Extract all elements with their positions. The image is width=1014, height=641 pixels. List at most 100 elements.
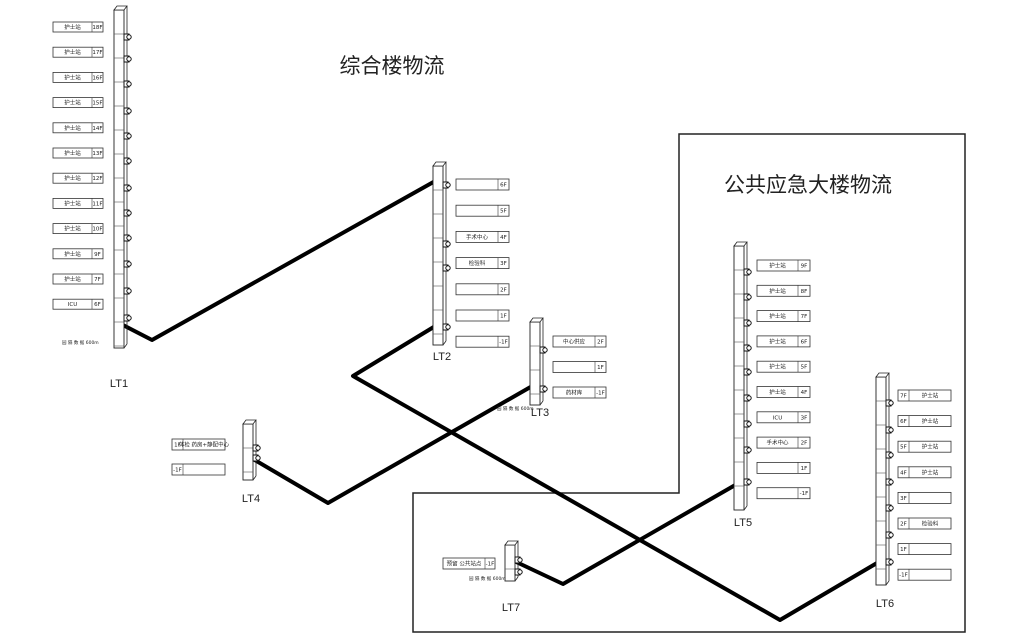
- lt6-station-name: 护士站: [922, 443, 939, 451]
- lt5-station-floor: 7F: [801, 314, 808, 320]
- main-building-title: 综合楼物流: [340, 54, 445, 78]
- lt6-station-name: 护士站: [922, 417, 939, 425]
- lt2-station-1: 6F: [455, 178, 510, 191]
- lt1-station-name: 护士站: [64, 149, 81, 157]
- lt3-note: 园 隔 数 据 600m: [497, 405, 534, 412]
- lt3-shaft: [529, 317, 548, 406]
- lt1-station-floor: 10F: [92, 227, 102, 233]
- lt6-station-floor: 4F: [900, 470, 907, 476]
- lt1-station-name: ICU: [68, 302, 78, 308]
- lt2-station-5: 2F: [455, 283, 510, 296]
- lt6-label: LT6: [876, 598, 894, 610]
- lt1-station-10: 护士站 9F: [52, 248, 104, 260]
- lt5-station-name: 护士站: [769, 312, 786, 320]
- lt6-station-floor: 7F: [900, 394, 907, 400]
- lt5-station-1: 护士站 9F: [756, 259, 811, 272]
- lt5-station-name: 护士站: [769, 262, 786, 270]
- lt5-station-floor: 9F: [801, 264, 808, 270]
- lt3-station-floor: 2F: [597, 340, 604, 346]
- lt2-station-3: 手术中心 4F: [455, 230, 510, 243]
- lt1-station-floor: 7F: [94, 277, 101, 283]
- lt5-station-floor: 3F: [801, 415, 808, 421]
- lt7-station-1: 预留 公共站点 -1F: [442, 557, 496, 570]
- lt1-station-name: 护士站: [64, 250, 81, 258]
- lt6-station-floor: 5F: [900, 445, 907, 451]
- lt1-station-3: 护士站 16F: [52, 72, 104, 83]
- lt3-station-floor: 1F: [597, 365, 604, 371]
- lt2-label: LT2: [433, 351, 451, 363]
- emergency-building-title: 公共应急大楼物流: [724, 173, 892, 197]
- lt2-station-6: 1F: [455, 309, 510, 322]
- lt1-station-11: 护士站 7F: [52, 273, 104, 285]
- lt1-station-name: 护士站: [64, 73, 81, 81]
- lt5-station-3: 护士站 7F: [756, 310, 811, 323]
- pipe-lt2-lt4-lt6: [351, 323, 879, 622]
- lt5-station-name: ICU: [773, 415, 783, 421]
- lt2-station-floor: 5F: [500, 209, 507, 215]
- lt6-station-3: 护士站 5F: [897, 440, 952, 453]
- lt1-station-floor: 11F: [92, 201, 102, 207]
- emergency-building-frame: [412, 133, 966, 633]
- lt5-station-floor: 6F: [801, 339, 808, 345]
- lt4-station-floor: -1F: [173, 468, 182, 474]
- lt4-station-2: -1F: [171, 463, 226, 476]
- lt1-station-floor: 9F: [94, 252, 101, 258]
- lt5-station-7: ICU 3F: [756, 411, 811, 424]
- lt6-station-floor: 3F: [900, 496, 907, 502]
- lt2-station-floor: 4F: [500, 235, 507, 241]
- lt7-station-name: 预留 公共站点: [447, 560, 482, 568]
- lt3-station-floor: -1F: [596, 391, 605, 397]
- lt2-station-name: 检验科: [469, 259, 486, 267]
- lt1-station-name: 护士站: [64, 275, 81, 283]
- lt5-station-name: 护士站: [769, 363, 786, 371]
- pipe-lt5-lt7: [511, 482, 738, 586]
- lt5-station-4: 护士站 6F: [756, 335, 811, 348]
- lt2-station-2: 5F: [455, 204, 510, 217]
- lt5-station-floor: 5F: [801, 365, 808, 371]
- lt5-station-floor: -1F: [800, 491, 809, 497]
- lt3-station-1: 中心供应 2F: [552, 335, 607, 348]
- lt5-station-10: -1F: [756, 487, 811, 500]
- lt4-label: LT4: [242, 493, 260, 505]
- lt2-station-floor: 2F: [500, 287, 507, 293]
- lt4-shaft: [242, 419, 261, 481]
- lt1-station-name: 护士站: [64, 23, 81, 31]
- lt5-station-5: 护士站 5F: [756, 360, 811, 373]
- lt6-station-5: 3F: [897, 491, 952, 504]
- lt6-station-1: 护士站 7F: [897, 389, 952, 402]
- pipe-lt3-lt4: [251, 383, 535, 505]
- lt5-station-name: 护士站: [769, 337, 786, 345]
- lt5-station-9: 1F: [756, 461, 811, 474]
- lt1-station-12: ICU 6F: [52, 298, 104, 310]
- lt5-station-6: 护士站 4F: [756, 386, 811, 398]
- lt1-station-name: 护士站: [64, 48, 81, 56]
- lt5-label: LT5: [734, 517, 752, 529]
- lt3-station-2: 1F: [552, 361, 607, 373]
- lt5-station-name: 护士站: [769, 287, 786, 295]
- lt2-station-name: 手术中心: [466, 233, 489, 241]
- lt6-station-name: 检验科: [922, 520, 939, 528]
- lt7-station-floor: -1F: [486, 562, 495, 568]
- lt4-station-floor: 1F: [174, 443, 181, 449]
- lt3-station-name: 药材库: [566, 389, 583, 397]
- lt5-station-floor: 4F: [801, 390, 808, 396]
- lt1-station-floor: 6F: [94, 302, 101, 308]
- lt5-station-name: 护士站: [769, 388, 786, 396]
- lt1-station-floor: 16F: [92, 75, 102, 81]
- lt5-station-name: 手术中心: [766, 439, 789, 447]
- lt1-station-name: 护士站: [64, 225, 81, 233]
- lt6-station-name: 护士站: [922, 392, 939, 400]
- lt3-label: LT3: [531, 407, 549, 419]
- lt3-station-name: 中心供应: [563, 338, 586, 346]
- pipe-lt1-lt2: [120, 178, 438, 342]
- lt3-station-3: 药材库 -1F: [552, 386, 607, 399]
- lt1-station-floor: 12F: [92, 176, 102, 182]
